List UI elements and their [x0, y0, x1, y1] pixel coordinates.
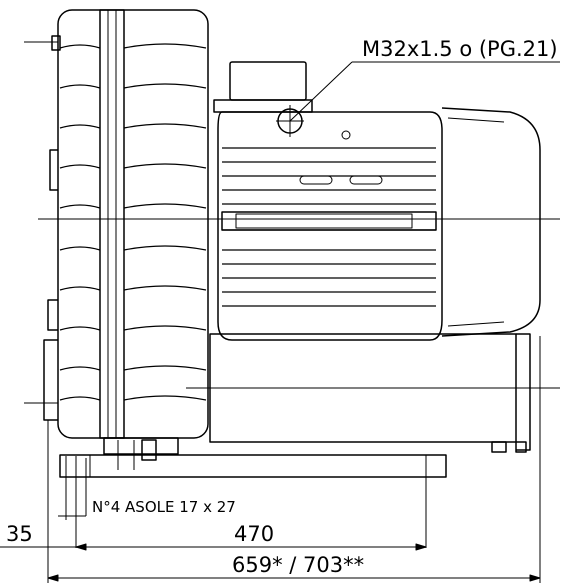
motor-body	[213, 61, 541, 341]
hole-spacing-dimension: 470	[234, 522, 274, 546]
overall-length-dimension: 659* / 703**	[232, 553, 364, 577]
blower-housing	[43, 9, 209, 439]
motor-support	[209, 333, 531, 453]
cable-gland-label: M32x1.5 o (PG.21)	[362, 37, 558, 61]
offset-dimension: 35	[6, 522, 33, 546]
dimension-lines	[0, 61, 560, 583]
slots-label: N°4 ASOLE 17 x 27	[92, 498, 236, 516]
base-plate	[59, 437, 447, 478]
center-lines	[24, 41, 560, 404]
